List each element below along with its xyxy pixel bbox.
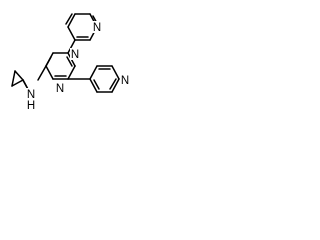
bond [14,70,24,81]
nitrogen-label: N [56,83,64,95]
nitrogen-label: N [27,89,35,101]
bond [89,65,98,80]
molecule-diagram: N N N N H N [11,13,130,112]
bond [109,78,117,90]
atom-label-pyrimidine-n1: N [55,82,65,95]
nitrogen-label: N [93,22,101,34]
bond [37,65,47,81]
bond [66,56,73,67]
bond [89,78,98,93]
nitrogen-label: N [71,49,79,61]
atom-label-pyridin2yl-n: N [92,21,102,34]
bond [11,79,24,87]
bond [67,65,76,80]
bond [93,79,100,90]
bond [45,56,52,67]
bond [67,13,76,28]
atom-label-amine-nh: N H [26,88,36,112]
atom-label-pyridin4yl-n: N [120,74,130,87]
bond [65,13,73,25]
bond [67,39,76,54]
pyridin-4-yl-ring [89,65,120,93]
bond [111,65,120,80]
nitrogen-label: N [121,75,129,87]
bond [45,65,54,80]
bond [67,26,76,41]
atom-label-pyrimidine-n3: N [70,48,80,61]
hydrogen-label: H [27,100,35,112]
bond [11,70,16,87]
bond [111,78,120,93]
